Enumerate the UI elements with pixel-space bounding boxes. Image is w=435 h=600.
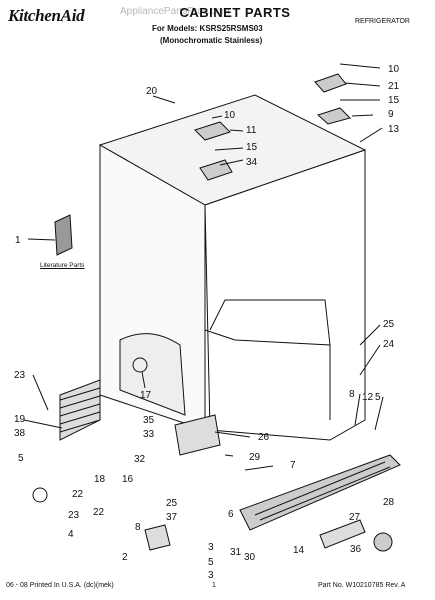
callout-21: 21 [388,81,400,92]
callout-8b: 8 [135,522,141,533]
part-2-shape [144,524,171,551]
callout-31: 31 [230,547,242,558]
footer-page-number: 1 [212,582,216,589]
part-28-shape [373,532,393,552]
callout-33: 33 [143,429,155,440]
callout-6: 6 [228,509,234,520]
callout-23b: 23 [68,510,80,521]
callout-17: 17 [140,390,152,401]
callout-27: 27 [349,512,361,523]
callout-5b: 5 [375,392,381,403]
callout-numbers: 20 10 11 15 34 10 21 15 9 13 1 17 23 19 … [14,64,400,581]
part-21-shape [314,73,347,93]
callout-16: 16 [122,474,134,485]
callout-37: 37 [166,512,178,523]
callout-15a: 15 [246,142,258,153]
footer-print-info: 06 - 08 Printed In U.S.A. (dc)(mek) [6,582,114,589]
callout-5c: 5 [208,557,214,568]
callout-15b: 15 [388,95,400,106]
callout-8a: 8 [349,389,355,400]
callout-38: 38 [14,428,26,439]
part-4-shape [32,487,48,503]
rear-panel [119,333,186,416]
callout-24: 24 [383,339,395,350]
part-11-shape [194,121,231,141]
cabinet-right-side [204,149,366,441]
callout-2: 2 [122,552,128,563]
callout-20: 20 [146,86,158,97]
callout-36: 36 [350,544,362,555]
part-27-shape [319,519,366,549]
callout-5a: 5 [18,453,24,464]
callout-30: 30 [244,552,256,563]
variant-line: (Monochromatic Stainless) [160,36,263,45]
literature-booklet [54,214,73,256]
callout-34: 34 [246,157,258,168]
callout-23a: 23 [14,370,26,381]
callout-19: 19 [14,414,26,425]
callout-35: 35 [143,415,155,426]
callout-4: 4 [68,529,74,540]
callout-28: 28 [383,497,395,508]
callout-11: 11 [246,125,257,136]
part-17-shape [132,357,148,373]
watermark: AppliancePartsPros.com [120,6,230,17]
literature-parts-label: Literature Parts [40,262,85,269]
callout-7: 7 [290,460,296,471]
callout-13: 13 [388,124,400,135]
part-26-shape [174,414,221,456]
part-34-shape [199,159,233,181]
callout-14: 14 [293,545,305,556]
callout-1: 1 [15,235,21,246]
callout-18: 18 [94,474,106,485]
part-14-shape [239,454,401,531]
callout-25b: 25 [166,498,178,509]
category-label: REFRIGERATOR [355,18,410,25]
callout-25a: 25 [383,319,395,330]
callout-26: 26 [258,432,270,443]
callout-3a: 3 [208,542,214,553]
callout-10a: 10 [224,110,236,121]
page-title: CABINET PARTS [179,5,291,20]
part-9-shape [317,107,351,125]
callout-32: 32 [134,454,146,465]
callout-22b: 22 [93,507,105,518]
models-line: For Models: KSRS25RSMS03 [152,24,263,33]
callout-10b: 10 [388,64,400,75]
callout-22a: 22 [72,489,84,500]
callout-3b: 3 [208,570,214,581]
footer-part-number: Part No. W10210785 Rev. A [318,582,406,589]
callout-29: 29 [249,452,261,463]
brand-logo: KitchenAid [8,6,85,25]
callout-9: 9 [388,109,394,120]
callout-12: 12 [362,392,374,403]
